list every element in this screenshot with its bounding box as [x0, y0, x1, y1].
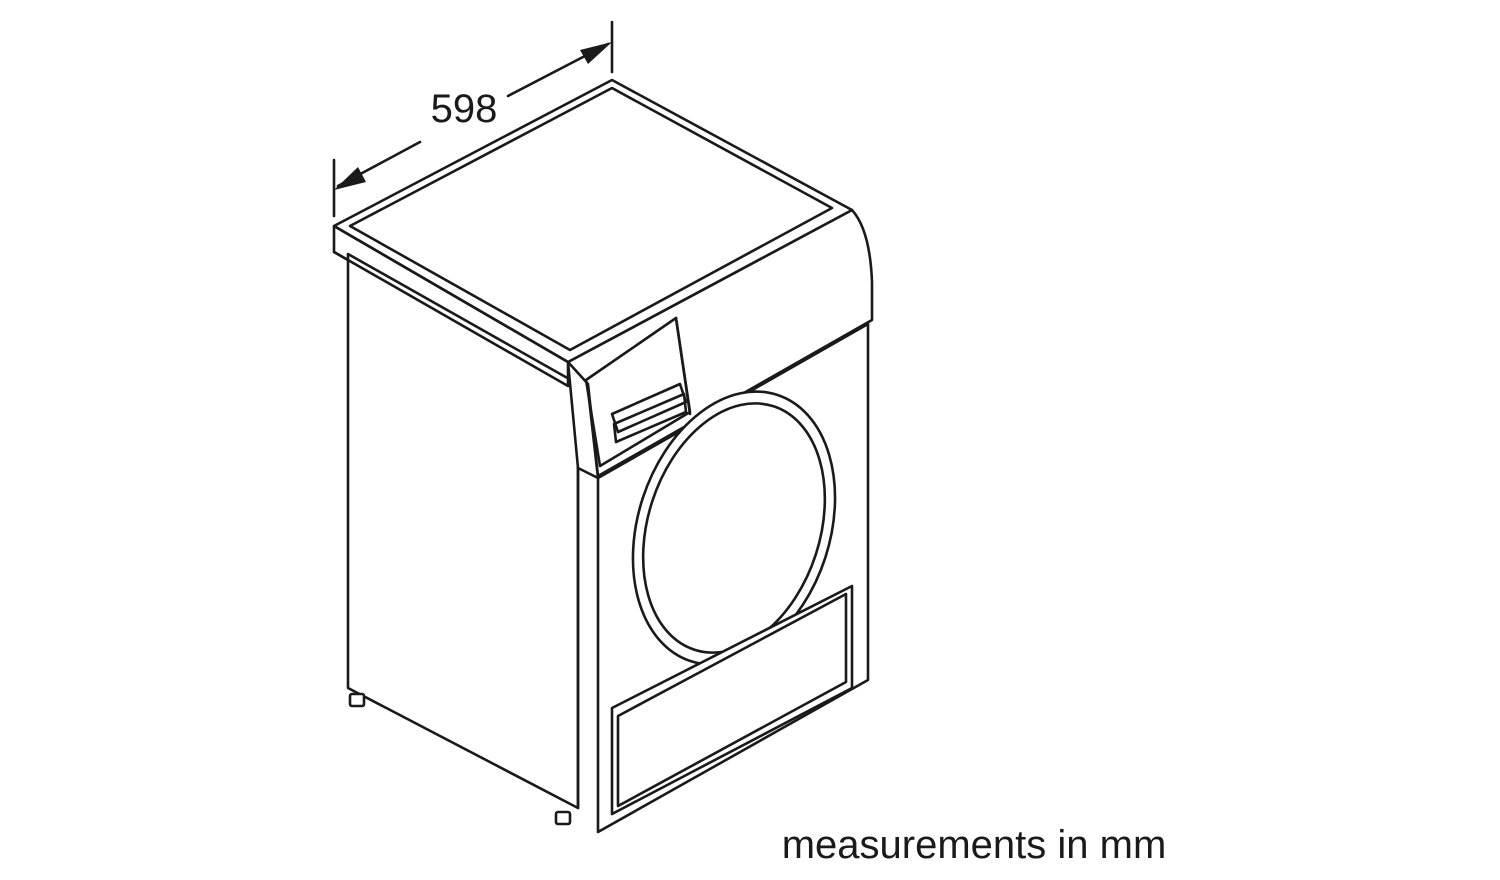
worktop-lip-back: [332, 250, 350, 262]
foot-back-left: [348, 692, 366, 708]
arrowhead-right: [580, 42, 612, 64]
dryer-appliance: [332, 78, 874, 834]
worktop-front-lip: [332, 224, 570, 388]
control-panel-recess: [584, 316, 692, 468]
worktop-inner-edge: [348, 86, 834, 352]
measurements-caption: measurements in mm: [782, 823, 1167, 867]
arrowhead-left: [334, 167, 366, 190]
kickplate-inner: [616, 592, 848, 808]
door-inner-ring: [641, 402, 827, 654]
kickplate-panel: [610, 584, 854, 816]
width-dimension: 598: [332, 20, 614, 218]
foot-front-left: [554, 810, 572, 826]
width-dimension-label: 598: [431, 87, 498, 131]
display-window-inner: [612, 392, 688, 444]
door-outer-ring: [631, 390, 837, 666]
